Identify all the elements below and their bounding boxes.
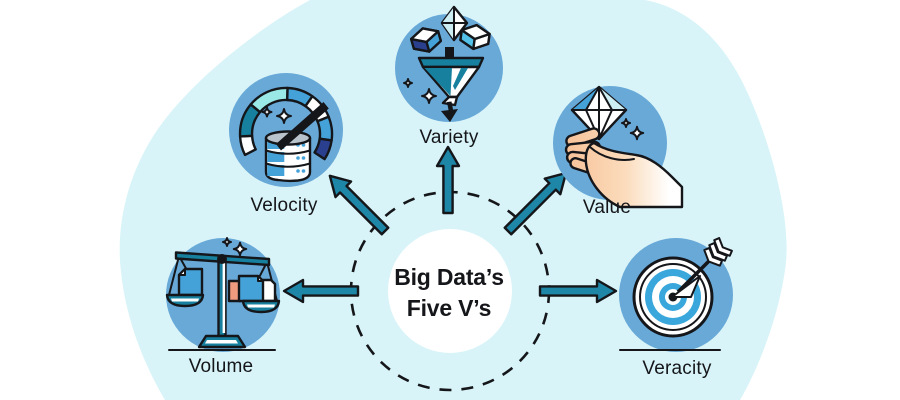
center-title-line1: Big Data’s <box>394 264 504 290</box>
cube-right <box>459 23 491 51</box>
documents-left <box>177 267 204 297</box>
documents-right <box>227 274 277 303</box>
diamond <box>570 85 628 141</box>
octahedron <box>440 5 469 42</box>
center-title-line2: Five V’s <box>406 295 492 321</box>
hand-diamond-icon <box>553 85 684 209</box>
arrow-to-variety <box>435 145 461 215</box>
funnel-shapes-icon <box>395 5 503 122</box>
balance-scale-icon <box>165 237 281 352</box>
speedometer-database-icon <box>229 73 343 187</box>
arrow-to-velocity <box>328 174 390 236</box>
funnel <box>417 56 485 122</box>
cube-left <box>409 27 443 53</box>
arrow-to-volume <box>282 278 360 304</box>
gauge-needle <box>276 102 329 151</box>
arrow-to-value <box>503 171 568 236</box>
center-disc <box>388 229 512 353</box>
target-dart-icon <box>619 237 733 352</box>
funnel-inlet <box>445 47 454 58</box>
scale <box>165 251 281 351</box>
node-label-volume: Volume <box>188 356 254 377</box>
center-title: Big Data’s Five V’s <box>394 262 504 324</box>
node-label-variety: Variety <box>419 127 479 148</box>
hand <box>564 127 684 209</box>
node-label-veracity: Veracity <box>642 358 712 379</box>
node-label-value: Value <box>582 197 632 218</box>
node-label-velocity: Velocity <box>250 195 318 216</box>
gauge <box>238 86 334 161</box>
arrow-to-veracity <box>538 278 618 304</box>
dart <box>671 237 733 298</box>
